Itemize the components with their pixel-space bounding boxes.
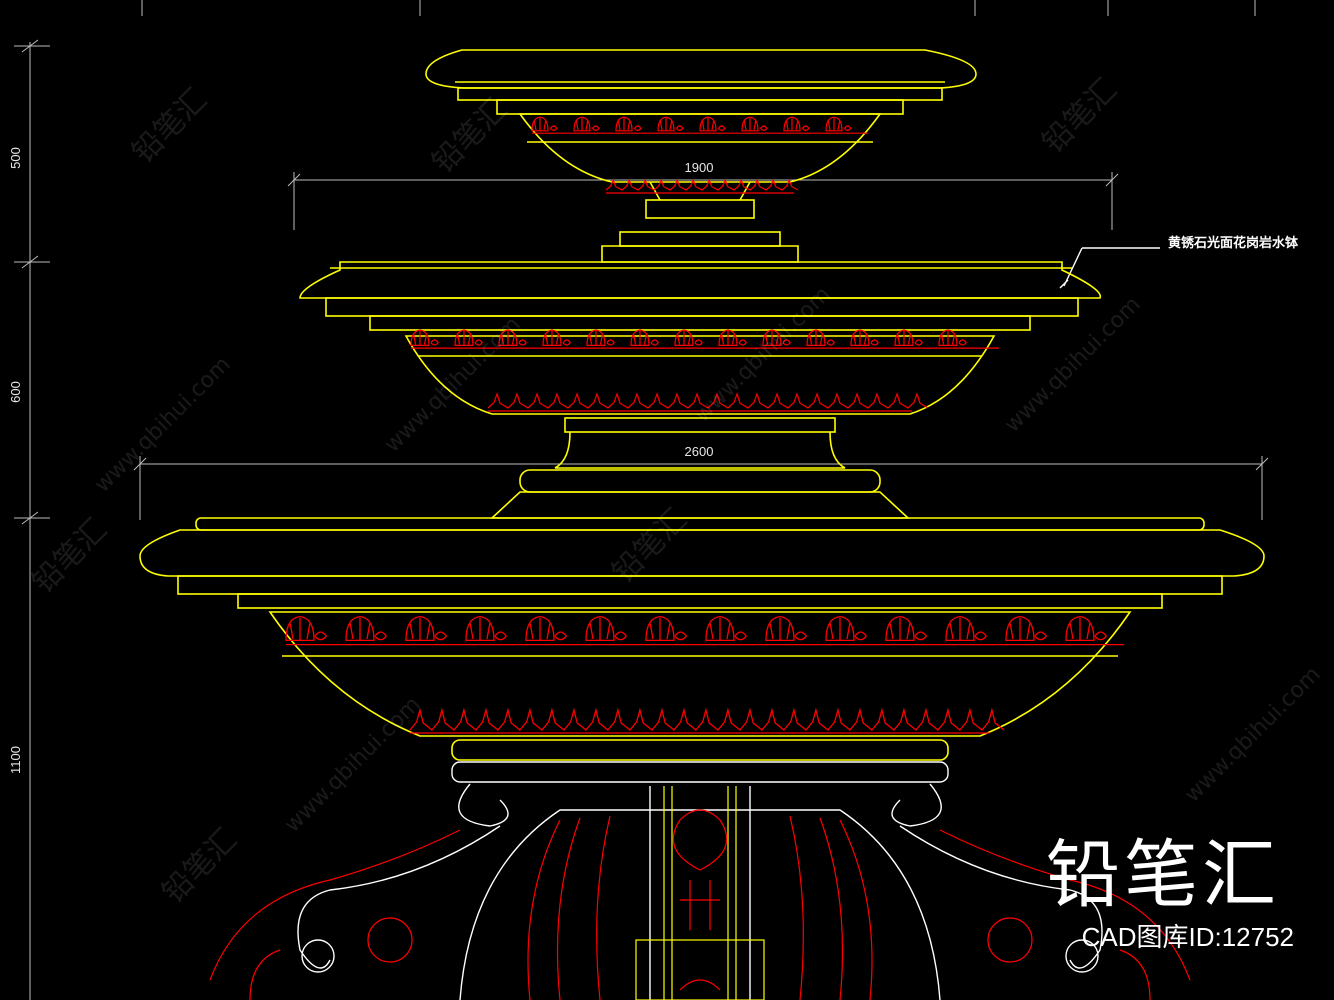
width-dimension-1900 xyxy=(287,172,1119,230)
scroll-ornament xyxy=(434,631,448,641)
palmette-ornament xyxy=(405,615,435,642)
scroll-ornament xyxy=(718,125,726,131)
scroll-ornament xyxy=(634,125,642,131)
scroll-ornament xyxy=(518,339,527,346)
dimension-2600-label: 2600 xyxy=(685,444,714,459)
scroll-ornament xyxy=(474,339,483,346)
brand-logo: 铅笔汇 xyxy=(1046,832,1280,918)
leaf-fringe-ornament xyxy=(409,707,1005,731)
pedestal xyxy=(297,761,1103,1000)
scroll-ornament xyxy=(760,125,768,131)
scroll-ornament xyxy=(854,631,868,641)
bottom-bowl xyxy=(139,517,1265,761)
scroll-ornament xyxy=(914,339,923,346)
leaf-fringe-ornament xyxy=(605,178,799,191)
scroll-ornament xyxy=(562,339,571,346)
palmette-ornament xyxy=(850,329,870,346)
scroll-ornament xyxy=(614,631,628,641)
scroll-ornament xyxy=(782,339,791,346)
scroll-ornament xyxy=(958,339,967,346)
palmette-ornament xyxy=(894,329,914,346)
top-reference-ticks xyxy=(141,0,1256,16)
width-dimension-2600 xyxy=(133,456,1269,520)
palmette-ornament xyxy=(699,116,717,132)
scroll-ornament xyxy=(430,339,439,346)
palmette-ornament xyxy=(825,116,843,132)
palmette-ornament xyxy=(615,116,633,132)
palmette-ornament xyxy=(885,615,915,642)
scroll-ornament xyxy=(554,631,568,641)
scroll-ornament xyxy=(974,631,988,641)
palmette-ornament xyxy=(573,116,591,132)
palmette-ornament xyxy=(585,615,615,642)
palmette-ornament xyxy=(783,116,801,132)
scroll-ornament xyxy=(314,631,328,641)
scroll-ornament xyxy=(1094,631,1108,641)
palmette-ornament xyxy=(645,615,675,642)
top-bowl-ornament-band xyxy=(531,116,868,134)
palmette-ornament xyxy=(1005,615,1035,642)
palmette-ornament xyxy=(938,329,958,346)
palmette-ornament xyxy=(630,329,650,346)
top-bowl xyxy=(425,49,977,263)
scroll-ornament xyxy=(794,631,808,641)
palmette-ornament xyxy=(454,329,474,346)
cad-library-id: CAD图库ID:12752 xyxy=(1081,922,1294,952)
palmette-ornament xyxy=(945,615,975,642)
palmette-ornament xyxy=(1065,615,1095,642)
top-bowl-leaf-fringe xyxy=(605,178,799,194)
palmette-ornament xyxy=(762,329,782,346)
scroll-ornament xyxy=(844,125,852,131)
dimension-500: 500 xyxy=(8,147,23,169)
palmette-ornament xyxy=(705,615,735,642)
bottom-bowl-ornament-band xyxy=(285,615,1124,646)
scroll-ornament xyxy=(870,339,879,346)
scroll-ornament xyxy=(592,125,600,131)
palmette-ornament xyxy=(465,615,495,642)
palmette-ornament xyxy=(410,329,430,346)
palmette-ornament xyxy=(765,615,795,642)
bottom-bowl-leaf-fringe xyxy=(409,707,1005,734)
scroll-ornament xyxy=(738,339,747,346)
palmette-ornament xyxy=(542,329,562,346)
scroll-ornament xyxy=(674,631,688,641)
palmette-ornament xyxy=(525,615,555,642)
dimension-600: 600 xyxy=(8,381,23,403)
palmette-ornament xyxy=(498,329,518,346)
middle-bowl-leaf-fringe xyxy=(487,392,929,412)
palmette-ornament xyxy=(285,615,315,642)
scroll-ornament xyxy=(606,339,615,346)
scroll-ornament xyxy=(374,631,388,641)
palmette-ornament xyxy=(531,116,549,132)
middle-bowl xyxy=(299,261,1102,519)
scroll-ornament xyxy=(694,339,703,346)
scroll-ornament xyxy=(650,339,659,346)
scroll-ornament xyxy=(826,339,835,346)
palmette-ornament xyxy=(657,116,675,132)
scroll-ornament xyxy=(802,125,810,131)
palmette-ornament xyxy=(741,116,759,132)
scroll-ornament xyxy=(676,125,684,131)
scroll-ornament xyxy=(1034,631,1048,641)
vertical-dimension xyxy=(14,39,50,1000)
palmette-ornament xyxy=(718,329,738,346)
palmette-ornament xyxy=(806,329,826,346)
material-callout: 黄锈石光面花岗岩水钵 xyxy=(1168,235,1299,251)
pedestal-carving xyxy=(209,809,1191,1000)
scroll-ornament xyxy=(734,631,748,641)
scroll-ornament xyxy=(550,125,558,131)
palmette-ornament xyxy=(586,329,606,346)
scroll-ornament xyxy=(494,631,508,641)
palmette-ornament xyxy=(674,329,694,346)
dimension-1100: 1100 xyxy=(8,746,23,774)
center-column xyxy=(635,786,765,1000)
palmette-ornament xyxy=(345,615,375,642)
middle-bowl-ornament-band xyxy=(410,329,999,349)
dimension-1900-label: 1900 xyxy=(685,160,714,175)
leaf-fringe-ornament xyxy=(487,392,929,409)
palmette-ornament xyxy=(825,615,855,642)
scroll-ornament xyxy=(914,631,928,641)
callout-leader xyxy=(1059,247,1160,289)
